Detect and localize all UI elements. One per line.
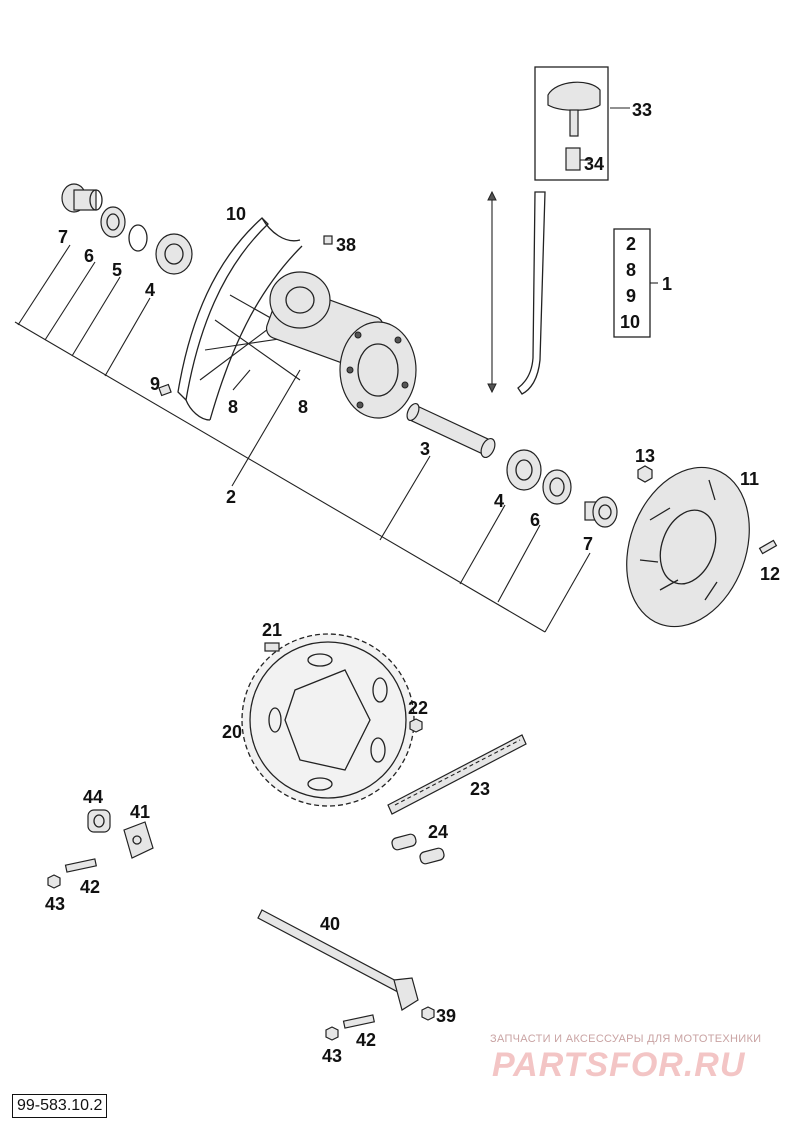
callout-40: 40 bbox=[320, 914, 340, 934]
nipple-9 bbox=[158, 383, 172, 397]
valve-inset bbox=[534, 66, 609, 181]
callout-24: 24 bbox=[428, 822, 448, 842]
callout-4-left: 4 bbox=[145, 280, 155, 300]
callout-8-left: 8 bbox=[228, 397, 238, 417]
callout-1: 1 bbox=[662, 274, 672, 294]
callout-38: 38 bbox=[336, 235, 356, 255]
callout-23: 23 bbox=[470, 779, 490, 799]
adjuster-block-44 bbox=[87, 809, 111, 833]
callout-44: 44 bbox=[83, 787, 103, 807]
callout-4-right: 4 bbox=[494, 491, 504, 511]
callout-5: 5 bbox=[112, 260, 122, 280]
kit-item-10: 10 bbox=[620, 312, 640, 332]
bearing-4-right bbox=[506, 449, 542, 491]
callout-41: 41 bbox=[130, 802, 150, 822]
callout-22: 22 bbox=[408, 698, 428, 718]
disc-bolt-12 bbox=[758, 539, 778, 555]
callout-34: 34 bbox=[584, 154, 604, 174]
watermark-caption: ЗАПЧАСТИ И АКСЕССУАРЫ ДЛЯ МОТОТЕХНИКИ bbox=[490, 1033, 762, 1045]
rear-hub bbox=[265, 271, 417, 419]
leader-lines bbox=[14, 107, 658, 633]
callout-11: 11 bbox=[740, 469, 759, 489]
callout-43-right: 43 bbox=[322, 1046, 342, 1066]
adjuster-bolt-42-left bbox=[64, 858, 98, 873]
callout-6-right: 6 bbox=[530, 510, 540, 530]
callout-21: 21 bbox=[262, 620, 282, 640]
callout-20: 20 bbox=[222, 722, 242, 742]
kit-box bbox=[613, 228, 651, 338]
part-38 bbox=[323, 235, 333, 245]
callout-39: 39 bbox=[436, 1006, 456, 1026]
callout-42-left: 42 bbox=[80, 877, 100, 897]
sprocket-bolt-21 bbox=[264, 642, 280, 652]
callout-42-right: 42 bbox=[356, 1030, 376, 1050]
spacer-7-right bbox=[584, 496, 618, 528]
callout-7-left: 7 bbox=[58, 227, 68, 247]
axle-40 bbox=[257, 909, 419, 1011]
callout-3: 3 bbox=[420, 439, 430, 459]
adjuster-plate-41 bbox=[123, 821, 154, 859]
kit-item-2: 2 bbox=[626, 234, 636, 254]
bearing-4-left bbox=[155, 233, 193, 275]
callout-2: 2 bbox=[226, 487, 236, 507]
spoke bbox=[487, 190, 546, 395]
callout-43-left: 43 bbox=[45, 894, 65, 914]
callout-33: 33 bbox=[632, 100, 652, 120]
callout-13: 13 bbox=[635, 446, 655, 466]
disc-nut-13 bbox=[637, 465, 653, 483]
seal-6-right bbox=[542, 469, 572, 505]
adjuster-bolt-42-right bbox=[342, 1014, 376, 1029]
nut-43-left bbox=[47, 874, 61, 889]
spacer-tube-3 bbox=[406, 402, 496, 459]
seal-6-left bbox=[100, 206, 126, 238]
spacer-7-left bbox=[61, 183, 103, 213]
chain bbox=[387, 734, 527, 815]
callout-12: 12 bbox=[760, 564, 780, 584]
callout-10: 10 bbox=[226, 204, 246, 224]
callout-8-right: 8 bbox=[298, 397, 308, 417]
watermark-logo: PARTSFOR.RU bbox=[492, 1046, 746, 1084]
nut-43-right bbox=[325, 1026, 339, 1041]
kit-item-8: 8 bbox=[626, 260, 636, 280]
diagram-reference: 99-583.10.2 bbox=[12, 1094, 108, 1118]
callout-7-right: 7 bbox=[583, 534, 593, 554]
sprocket-nut-22 bbox=[409, 718, 423, 733]
kit-item-9: 9 bbox=[626, 286, 636, 306]
circlip-5 bbox=[128, 224, 148, 252]
brake-disc bbox=[626, 466, 750, 628]
axle-nut-39 bbox=[421, 1006, 435, 1021]
master-link-24 bbox=[391, 833, 445, 865]
callout-labels: 33 34 10 38 7 6 5 4 9 8 8 2 3 4 6 7 1 2 … bbox=[45, 100, 780, 1066]
callout-9: 9 bbox=[150, 374, 160, 394]
sprocket bbox=[241, 633, 415, 807]
callout-6-left: 6 bbox=[84, 246, 94, 266]
